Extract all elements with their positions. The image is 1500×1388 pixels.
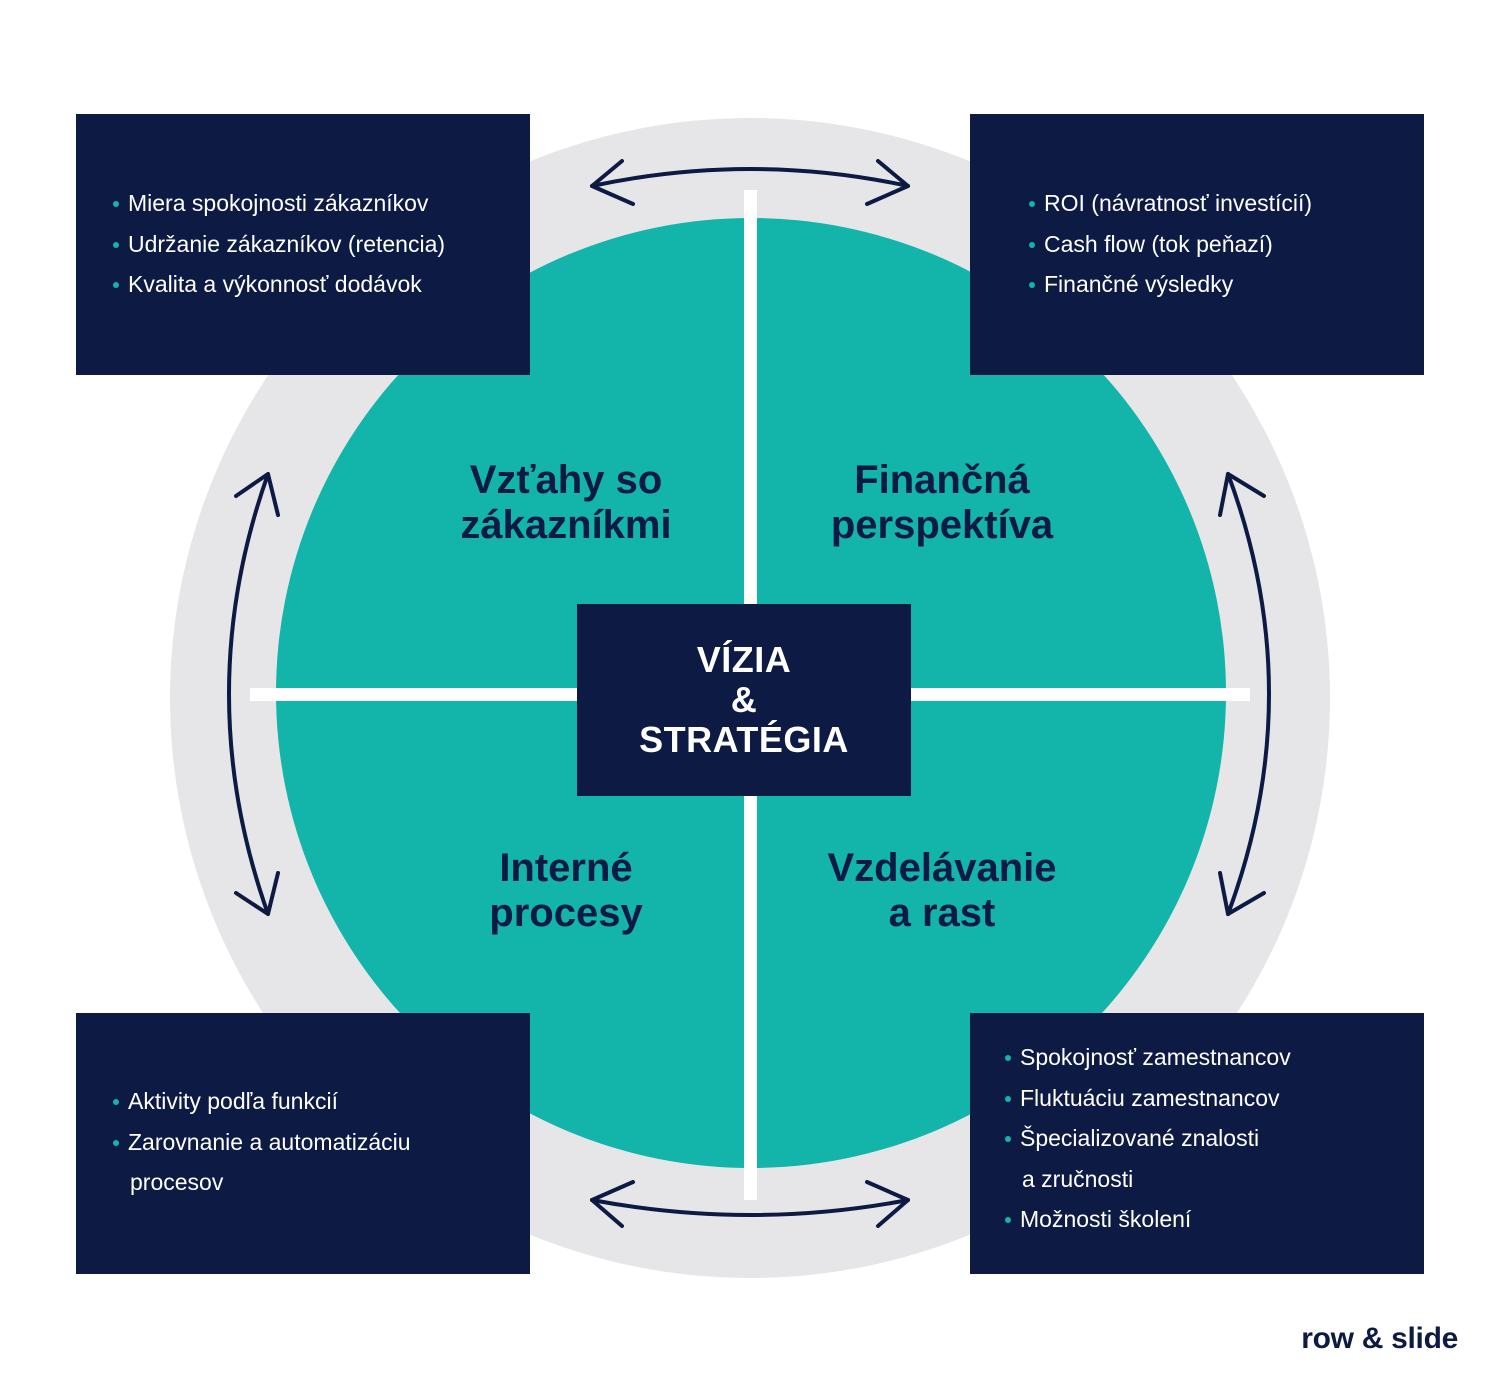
bottom-double-arrow-icon	[590, 1180, 910, 1228]
quadrant-title-line: perspektíva	[830, 503, 1054, 547]
center-title-line: VÍZIA	[696, 639, 792, 680]
list-item: Možnosti školení	[1004, 1204, 1424, 1245]
quadrant-title-line: Vzťahy so	[469, 458, 663, 502]
bullet-icon	[1029, 282, 1035, 289]
center-title-line: &	[730, 679, 758, 720]
metrics-list: ROI (návratnosť investícií) Cash flow (t…	[1028, 188, 1424, 310]
bullet-icon	[1005, 1136, 1011, 1143]
list-item: Zarovnanie a automatizáciu	[112, 1127, 530, 1168]
list-item: Cash flow (tok peňazí)	[1028, 229, 1424, 270]
quadrant-customer-relations: Vzťahy so zákazníkmi	[376, 458, 756, 548]
right-double-arrow-icon	[1218, 472, 1271, 916]
list-item: Kvalita a výkonnosť dodávok	[112, 269, 530, 310]
quadrant-title-line: Vzdelávanie	[827, 846, 1057, 890]
list-item: Udržanie zákazníkov (retencia)	[112, 229, 530, 270]
bullet-icon	[1029, 201, 1035, 207]
list-item: Fluktuáciu zamestnancov	[1004, 1083, 1424, 1124]
quadrant-title-line: Interné	[499, 846, 633, 890]
quadrant-financial-perspective: Finančná perspektíva	[752, 458, 1132, 548]
metrics-list: Spokojnosť zamestnancov Fluktuáciu zames…	[1004, 1042, 1424, 1245]
bullet-icon	[1029, 241, 1035, 248]
list-item: Spokojnosť zamestnancov	[1004, 1042, 1424, 1083]
bullet-icon	[1005, 1095, 1011, 1102]
bullet-icon	[113, 282, 119, 289]
bullet-icon	[1005, 1055, 1011, 1061]
center-title-line: STRATÉGIA	[639, 719, 849, 760]
metrics-list: Aktivity podľa funkcií Zarovnanie a auto…	[112, 1086, 530, 1208]
brand-logo: row & slide	[1301, 1322, 1458, 1355]
bullet-icon	[1005, 1217, 1011, 1224]
list-item-continuation: procesov	[130, 1169, 224, 1196]
left-double-arrow-icon	[227, 472, 280, 916]
top-double-arrow-icon	[590, 159, 910, 206]
quadrant-title-line: procesy	[489, 891, 643, 935]
vision-strategy-box: VÍZIA & STRATÉGIA	[577, 604, 911, 796]
list-item-continuation: a zručnosti	[1022, 1165, 1134, 1192]
bullet-icon	[113, 1139, 119, 1146]
box-top-right: ROI (návratnosť investícií) Cash flow (t…	[970, 114, 1424, 375]
list-item: Aktivity podľa funkcií	[112, 1086, 530, 1127]
quadrant-title-line: zákazníkmi	[460, 503, 672, 547]
list-item: Miera spokojnosti zákazníkov	[112, 188, 530, 229]
list-item: Finančné výsledky	[1028, 269, 1424, 310]
list-item: Špecializované znalosti	[1004, 1123, 1424, 1164]
box-top-left: Miera spokojnosti zákazníkov Udržanie zá…	[76, 114, 530, 375]
bullet-icon	[113, 201, 119, 207]
metrics-list: Miera spokojnosti zákazníkov Udržanie zá…	[112, 188, 530, 310]
quadrant-title-line: a rast	[888, 891, 996, 935]
box-bottom-left: Aktivity podľa funkcií Zarovnanie a auto…	[76, 1013, 530, 1274]
quadrant-title-line: Finančná	[854, 458, 1030, 502]
quadrant-internal-processes: Interné procesy	[376, 846, 756, 936]
quadrant-learning-growth: Vzdelávanie a rast	[752, 846, 1132, 936]
list-item: ROI (návratnosť investícií)	[1028, 188, 1424, 229]
bullet-icon	[113, 1099, 119, 1105]
box-bottom-right: Spokojnosť zamestnancov Fluktuáciu zames…	[970, 1013, 1424, 1274]
bullet-icon	[113, 241, 119, 248]
